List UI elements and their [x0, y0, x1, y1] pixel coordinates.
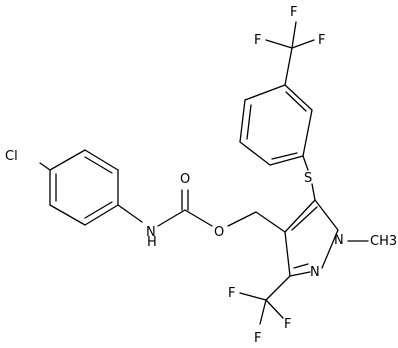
atom-f-bottom-b: F [254, 331, 261, 346]
atom-f-top-c: F [318, 33, 325, 48]
atom-n2-pyrazole: N [310, 265, 320, 280]
atom-f-top-b: F [290, 5, 297, 20]
bond-lines [39, 21, 369, 325]
atom-s-thioether: S [304, 171, 312, 186]
atom-o-ester: O [214, 225, 224, 240]
atom-o-carbonyl: O [180, 172, 190, 187]
atom-f-bottom-c: F [284, 317, 291, 332]
atom-n1-pyrazole: N [334, 233, 344, 248]
atom-methyl: CH3 [370, 234, 397, 249]
atom-f-top-a: F [254, 33, 261, 48]
atom-cl: Cl [5, 149, 18, 164]
atom-n-carbamate: N [146, 225, 156, 240]
atom-h-carbamate: H [147, 235, 157, 250]
atom-f-bottom-a: F [228, 286, 235, 301]
atom-labels: Cl N H O O S N N CH3 F F F F F F [5, 5, 397, 346]
